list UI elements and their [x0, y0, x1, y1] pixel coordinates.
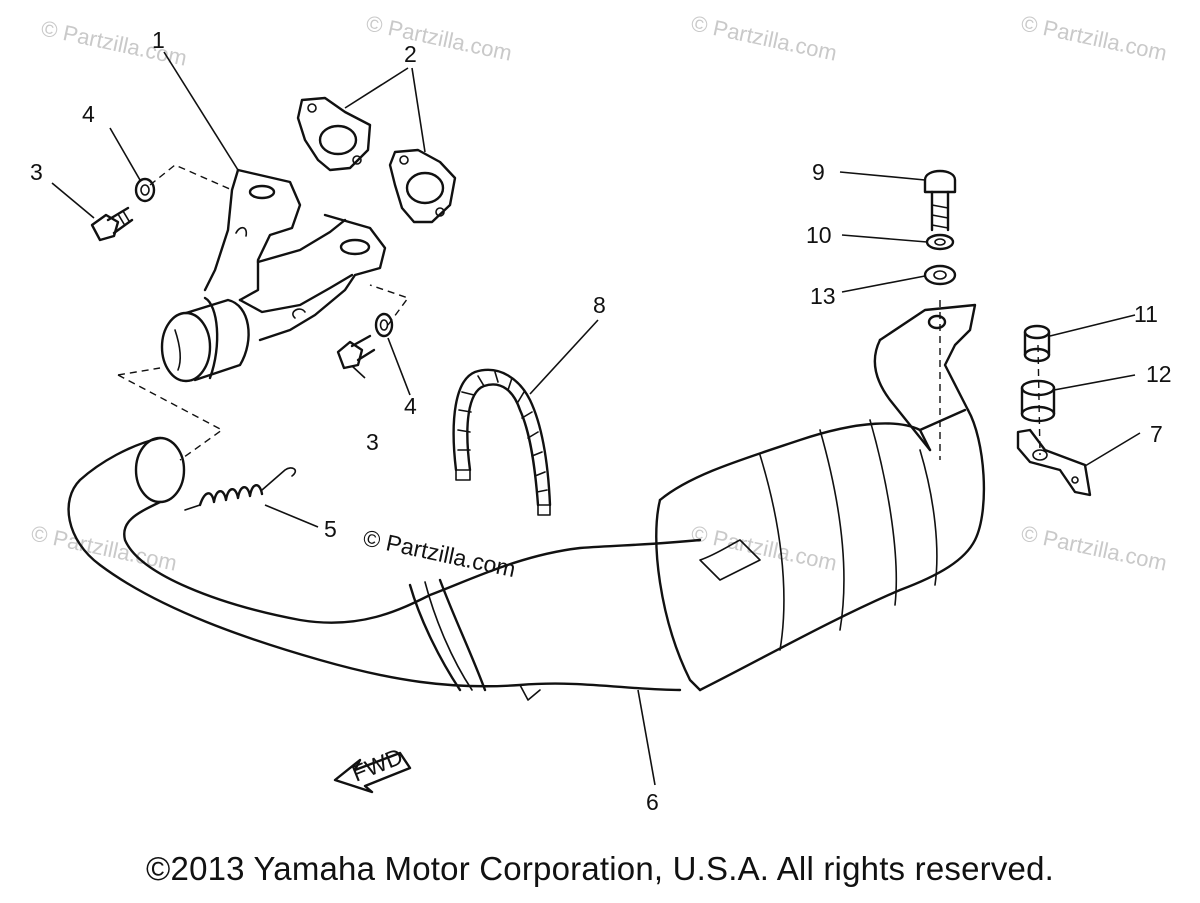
fwd-direction-arrow: FWD [333, 743, 412, 794]
watermark: © Partzilla.com [364, 10, 514, 65]
callout-1: 1 [152, 27, 165, 53]
washer-13 [923, 264, 957, 286]
washer-10 [925, 233, 955, 251]
callout-4: 4 [82, 101, 95, 127]
watermark: © Partzilla.com [689, 10, 839, 65]
callout-3: 3 [30, 159, 43, 185]
callout-13: 13 [810, 283, 836, 309]
watermark: © Partzilla.com [1019, 520, 1169, 575]
leader-lines [51, 51, 1141, 786]
callout-4: 4 [404, 393, 417, 419]
watermark: © Partzilla.com [1019, 10, 1169, 65]
callout-2: 2 [404, 41, 417, 67]
damper-12 [1020, 379, 1056, 423]
hose [452, 368, 552, 516]
callout-5: 5 [324, 516, 337, 542]
callout-7: 7 [1150, 421, 1163, 447]
callout-8: 8 [593, 292, 606, 318]
watermark: © Partzilla.com [689, 520, 839, 575]
center-watermark: © Partzilla.com [361, 524, 518, 582]
watermark: © Partzilla.com [39, 15, 189, 70]
bolt-lower [336, 334, 376, 370]
damper-11 [1023, 324, 1051, 363]
washer-upper [134, 177, 156, 203]
mount-bolt [923, 169, 957, 232]
spring [184, 467, 297, 511]
muffler [655, 303, 986, 692]
washer-lower [374, 312, 394, 338]
callout-6: 6 [646, 789, 659, 815]
gasket-lower [388, 148, 457, 224]
exhaust-pipe [67, 436, 702, 701]
bolt-upper [90, 206, 134, 242]
exhaust-manifold [160, 168, 387, 383]
callout-numbers: 1 2 3 4 3 4 5 6 7 8 9 10 11 12 13 [30, 27, 1172, 815]
callout-12: 12 [1146, 361, 1172, 387]
callout-3: 3 [366, 429, 379, 455]
copyright-notice: ©2013 Yamaha Motor Corporation, U.S.A. A… [146, 850, 1054, 887]
bracket [1016, 428, 1092, 497]
gasket-upper [296, 96, 372, 172]
callout-11: 11 [1134, 301, 1158, 327]
callout-10: 10 [806, 222, 832, 248]
callout-9: 9 [812, 159, 825, 185]
